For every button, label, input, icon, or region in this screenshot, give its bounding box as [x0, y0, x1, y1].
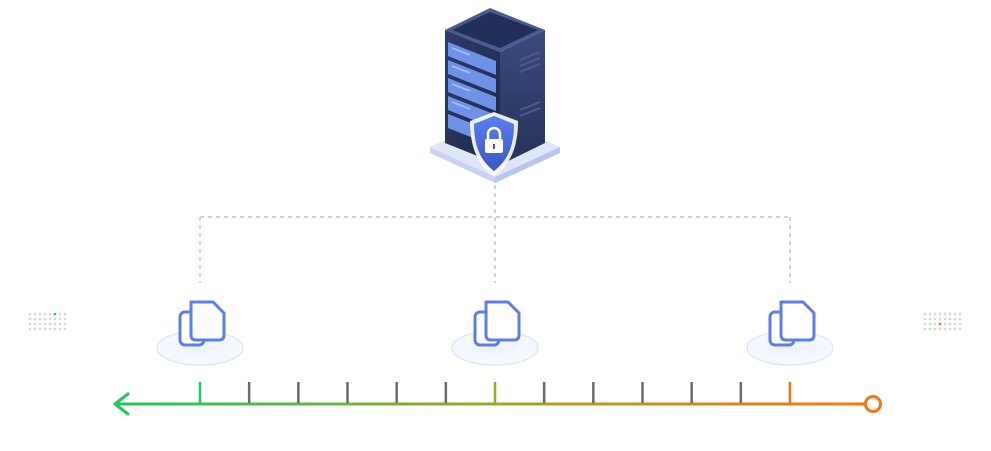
- dot: [33, 327, 37, 331]
- circle-endpoint-icon: [864, 395, 882, 413]
- dot: [43, 322, 47, 326]
- dot: [928, 317, 932, 321]
- dot: [33, 317, 37, 321]
- dot: [923, 322, 927, 326]
- dot: [943, 312, 947, 316]
- dot: [938, 327, 942, 331]
- dot: [38, 322, 42, 326]
- dot: [933, 312, 937, 316]
- dot: [948, 327, 952, 331]
- dot: [58, 322, 62, 326]
- dot: [28, 327, 32, 331]
- dot: [943, 322, 947, 326]
- dot: [58, 312, 62, 316]
- dot: [58, 317, 62, 321]
- dot: [38, 317, 42, 321]
- dot: [28, 317, 32, 321]
- dot: [953, 322, 957, 326]
- dot: [48, 327, 52, 331]
- dot: [928, 312, 932, 316]
- dot: [33, 312, 37, 316]
- timeline-ticks: [198, 382, 792, 403]
- dot: [958, 327, 962, 331]
- dot: [928, 322, 932, 326]
- dot: [943, 327, 947, 331]
- copy-node-left: [156, 300, 244, 366]
- dot: [38, 327, 42, 331]
- arrow-left-icon: [113, 392, 130, 416]
- copy-documents-icon: [473, 300, 521, 347]
- dot: [948, 322, 952, 326]
- dot: [923, 317, 927, 321]
- dot: [953, 312, 957, 316]
- dot: [58, 327, 62, 331]
- server-rack-with-shield-lock-icon: [430, 8, 560, 183]
- dot: [33, 322, 37, 326]
- dot: [53, 322, 57, 326]
- dot: [933, 322, 937, 326]
- dot: [958, 312, 962, 316]
- dot: [63, 317, 67, 321]
- dot: [43, 317, 47, 321]
- dot: [28, 312, 32, 316]
- copy-node-right: [746, 300, 834, 366]
- connector-lines: [199, 185, 791, 283]
- dot: [928, 327, 932, 331]
- dot: [933, 317, 937, 321]
- timeline: [113, 382, 882, 416]
- dot: [63, 327, 67, 331]
- dot: [938, 317, 942, 321]
- dot: [53, 312, 57, 316]
- dot: [28, 322, 32, 326]
- dot: [953, 317, 957, 321]
- dot: [63, 322, 67, 326]
- dot: [933, 327, 937, 331]
- dot: [938, 322, 942, 326]
- dot: [48, 317, 52, 321]
- dot: [63, 312, 67, 316]
- dot-grid-icon: [923, 312, 962, 331]
- copy-node-center: [451, 300, 539, 366]
- dot: [923, 327, 927, 331]
- dot: [923, 312, 927, 316]
- dot: [48, 322, 52, 326]
- dot: [38, 312, 42, 316]
- copy-documents-icon: [178, 300, 226, 347]
- dot: [43, 312, 47, 316]
- dot: [938, 312, 942, 316]
- dot: [953, 327, 957, 331]
- dot-grid-icon: [28, 312, 67, 331]
- dot: [948, 312, 952, 316]
- dot: [43, 327, 47, 331]
- dot: [948, 317, 952, 321]
- dot: [943, 317, 947, 321]
- dot: [958, 317, 962, 321]
- dot: [53, 317, 57, 321]
- dot: [53, 327, 57, 331]
- dot: [958, 322, 962, 326]
- dot: [48, 312, 52, 316]
- copy-documents-icon: [768, 300, 816, 347]
